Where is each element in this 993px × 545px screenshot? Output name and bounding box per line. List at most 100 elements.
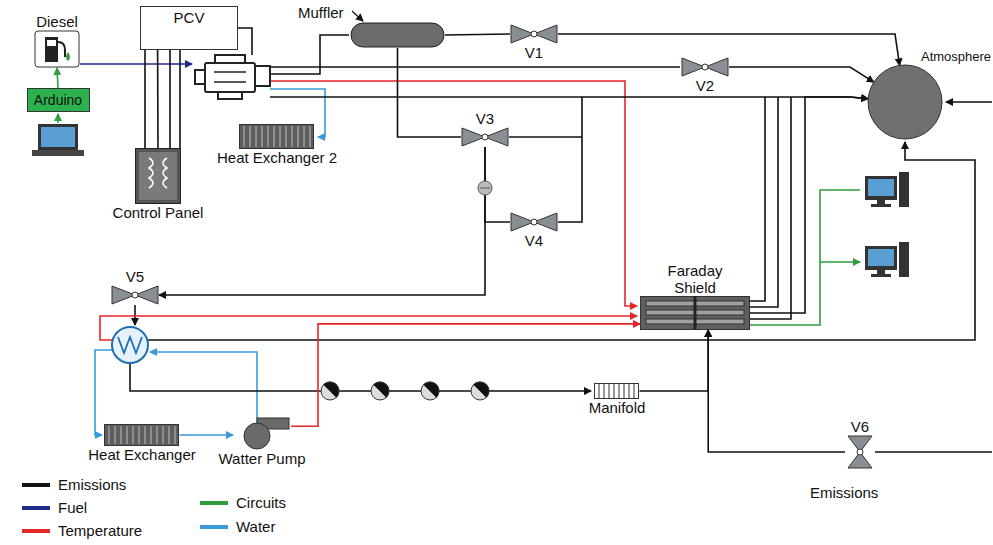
node-label: V5	[126, 268, 144, 285]
valve-symbol	[461, 127, 509, 147]
water-line	[150, 352, 257, 423]
node-label: Watter Pump	[219, 450, 306, 467]
legend-swatch	[22, 529, 50, 533]
node-label: V1	[525, 44, 543, 61]
ellipse-symbol	[350, 22, 445, 48]
coil-heat-exchanger	[112, 327, 148, 363]
radiator-symbol	[104, 424, 179, 446]
node-label: V2	[696, 77, 714, 94]
manifold-symbol	[594, 383, 639, 399]
pcv-box: PCV	[140, 6, 238, 50]
node-label: V3	[476, 110, 494, 127]
valve-symbol	[681, 57, 729, 77]
temperature-line	[100, 316, 637, 340]
valve: V1	[510, 24, 558, 61]
water-pump: Watter Pump	[219, 416, 306, 467]
connector	[558, 34, 900, 65]
legend-label: Circuits	[236, 494, 286, 511]
legend-swatch	[22, 483, 50, 487]
legend-label: Water	[236, 518, 275, 535]
circuit-line	[57, 114, 59, 123]
panel-symbol	[135, 148, 181, 204]
valve-symbol	[111, 285, 159, 305]
node-label: Faraday Shield	[660, 262, 730, 297]
connector	[708, 330, 845, 452]
shield-lines	[750, 97, 791, 319]
valve-symbol	[510, 24, 558, 44]
faraday-symbol	[640, 296, 750, 330]
control-panel: Control Panel	[113, 148, 204, 221]
node-label: V6	[851, 418, 869, 435]
legend-label: Emissions	[58, 476, 126, 493]
heat-exchanger: Heat Exchanger 2	[217, 124, 337, 166]
controller-box: Arduino	[27, 88, 90, 112]
emission-line	[148, 142, 975, 340]
diesel-symbol	[34, 30, 80, 68]
pump-symbol	[233, 416, 291, 450]
engine-icon	[195, 55, 270, 99]
node-label: V4	[525, 232, 543, 249]
node-label: Manifold	[589, 399, 646, 416]
damper-symbols	[321, 382, 489, 400]
control-wires	[145, 50, 180, 148]
legend-swatch	[200, 501, 228, 505]
pcv-line	[238, 28, 252, 55]
emission-line	[134, 305, 136, 325]
node-label: Control Panel	[113, 204, 204, 221]
legend-label: Fuel	[58, 499, 87, 516]
connector	[157, 50, 159, 148]
valve: V5	[111, 268, 159, 305]
legend-label: Temperature	[58, 522, 142, 539]
exhaust-line	[270, 96, 582, 98]
connector	[57, 68, 58, 88]
radiator-symbol	[239, 124, 314, 149]
connector	[180, 434, 234, 436]
circle-symbol	[867, 64, 943, 140]
faraday-shield: Faraday Shield	[640, 262, 750, 331]
connector	[750, 97, 868, 313]
node-label: Heat Exchanger	[88, 446, 196, 463]
connector	[640, 330, 709, 391]
emission-line	[875, 451, 992, 453]
connector	[159, 147, 485, 295]
connector	[729, 67, 874, 82]
exhaust-line	[509, 136, 582, 138]
atmosphere: Atmosphere	[867, 50, 991, 142]
fuel-line	[80, 63, 192, 65]
note-label: Emissions	[810, 484, 878, 501]
node-label: Muffler	[298, 4, 344, 21]
node-label: Diesel	[36, 13, 78, 30]
connector	[445, 34, 510, 35]
valvev-symbol	[845, 435, 875, 469]
exhaust-line	[270, 35, 349, 74]
leader-line	[352, 11, 363, 21]
valve: V6	[845, 418, 875, 469]
water-line	[95, 350, 112, 435]
computer-icon	[865, 172, 909, 277]
valve: V3	[461, 110, 509, 147]
legend-swatch	[22, 506, 50, 510]
muffler: Muffler	[298, 4, 448, 50]
valve: V4	[510, 212, 558, 249]
fuel-tank: Diesel	[34, 13, 80, 68]
connector	[398, 48, 462, 137]
heat-exchanger: Heat Exchanger	[88, 424, 196, 463]
manifold: Manifold	[589, 383, 646, 416]
node-label: Atmosphere	[921, 50, 991, 65]
connector	[291, 324, 640, 426]
node-label: Arduino	[34, 92, 82, 108]
node-label: PCV	[174, 9, 205, 26]
emission-line	[130, 363, 591, 391]
connector	[558, 97, 868, 222]
exhaust-line	[270, 66, 680, 68]
laptop-icon	[32, 124, 84, 156]
valve-symbol	[510, 212, 558, 232]
sensor-symbol	[478, 181, 492, 195]
node-label: Heat Exchanger 2	[217, 149, 337, 166]
valve: V2	[681, 57, 729, 94]
emission-line	[946, 101, 992, 103]
legend-swatch	[200, 525, 228, 529]
